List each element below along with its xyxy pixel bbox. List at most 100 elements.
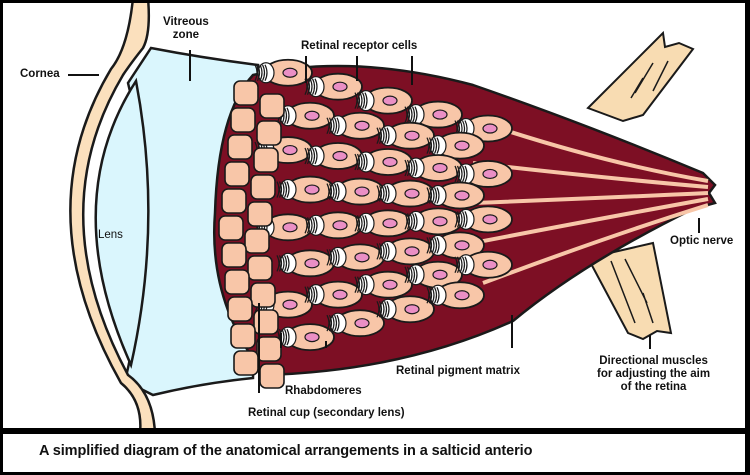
nucleus	[432, 269, 448, 280]
cup-cell	[253, 309, 279, 335]
cup-cell	[230, 107, 256, 133]
rhabdomere	[376, 182, 397, 205]
cup-cell	[227, 296, 253, 322]
receptor-cell	[326, 177, 385, 206]
cup-cell	[256, 120, 282, 146]
cup-cell	[244, 228, 270, 254]
receptor-cell	[454, 250, 513, 279]
receptor-cell	[426, 181, 485, 210]
cup-cell	[230, 323, 256, 349]
lens	[94, 77, 150, 369]
rhabdomere	[454, 254, 475, 276]
receptor-cell	[354, 270, 413, 299]
diagram-panel: Cornea Vitreous zone Lens Retinal recept…	[3, 3, 745, 428]
nucleus	[282, 299, 298, 310]
receptor-cell	[454, 205, 513, 234]
caption-panel: A simplified diagram of the anatomical a…	[3, 434, 745, 472]
cup-cell	[256, 336, 282, 362]
rhabdomere	[304, 284, 325, 306]
nucleus	[482, 259, 498, 270]
rhabdomere	[354, 90, 375, 112]
cup-cell	[247, 201, 273, 227]
nucleus	[354, 318, 370, 329]
receptor-cell	[304, 211, 363, 240]
nucleus	[332, 289, 348, 300]
receptor-cell	[326, 309, 385, 338]
label-optic-nerve: Optic nerve	[670, 235, 734, 247]
rhabdomere	[404, 210, 425, 232]
rhabdomere	[354, 212, 375, 234]
nucleus	[382, 218, 398, 229]
receptor-cell	[276, 101, 335, 130]
rhabdomere	[354, 274, 375, 296]
receptor-cell	[304, 72, 363, 101]
rhabdomere	[276, 178, 297, 201]
rhabdomere	[326, 246, 347, 268]
retinal-receptor-cells	[254, 58, 513, 352]
directional-muscle-upper	[586, 30, 695, 123]
nucleus	[332, 150, 348, 162]
nucleus	[332, 220, 348, 231]
rhabdomere	[276, 252, 297, 274]
nucleus	[382, 156, 398, 168]
nucleus	[282, 67, 298, 78]
cornea	[69, 3, 156, 428]
label-vitreous-zone: Vitreous zone	[163, 16, 209, 41]
nucleus	[304, 258, 320, 269]
receptor-cell	[354, 209, 413, 238]
cup-cell	[247, 255, 273, 281]
nucleus	[482, 123, 498, 134]
leader-lines	[68, 50, 700, 393]
receptor-cell	[404, 154, 463, 182]
cup-cell	[233, 350, 259, 376]
nucleus	[404, 304, 420, 315]
rhabdomere	[304, 145, 325, 167]
nucleus	[482, 214, 498, 225]
rhabdomere	[304, 214, 325, 236]
retinal-cup-cells	[218, 80, 285, 389]
label-rhabdomeres: Rhabdomeres	[285, 385, 362, 397]
receptor-cell	[376, 237, 435, 266]
label-retinal-pigment-matrix: Retinal pigment matrix	[396, 365, 520, 377]
receptor-cell	[376, 179, 435, 208]
cup-cell	[224, 161, 250, 187]
nucleus	[454, 240, 470, 251]
nucleus	[454, 190, 470, 201]
receptor-cell	[354, 86, 413, 115]
receptor-cell	[276, 175, 335, 204]
receptor-cell	[454, 160, 513, 188]
nucleus	[354, 186, 370, 197]
rhabdomere	[404, 157, 425, 179]
cup-cell	[221, 188, 247, 214]
cup-cell	[227, 134, 253, 160]
rhabdomere	[404, 103, 425, 126]
receptor-cell	[354, 148, 413, 176]
nucleus	[454, 140, 470, 151]
nucleus	[304, 184, 320, 195]
rhabdomere	[376, 125, 397, 147]
rhabdomere	[304, 76, 325, 98]
nucleus	[282, 144, 298, 156]
nucleus	[354, 252, 370, 263]
rhabdomere	[426, 135, 447, 157]
nucleus	[382, 95, 398, 106]
cup-cell	[259, 93, 285, 119]
receptor-cell	[404, 260, 463, 289]
receptor-cell	[304, 280, 363, 309]
receptor-cell	[404, 207, 463, 236]
cup-cell	[259, 363, 285, 389]
nucleus	[404, 130, 420, 141]
rhabdomere	[426, 184, 447, 207]
nucleus	[454, 290, 470, 301]
nucleus	[404, 246, 420, 257]
caption: A simplified diagram of the anatomical a…	[39, 443, 533, 459]
nucleus	[482, 168, 498, 180]
label-retinal-cup: Retinal cup (secondary lens)	[248, 407, 405, 419]
label-lens: Lens	[98, 229, 123, 241]
receptor-cell	[326, 111, 385, 140]
receptor-cell	[276, 249, 335, 278]
nucleus	[304, 332, 320, 343]
label-cornea: Cornea	[20, 68, 60, 80]
nucleus	[332, 81, 348, 92]
